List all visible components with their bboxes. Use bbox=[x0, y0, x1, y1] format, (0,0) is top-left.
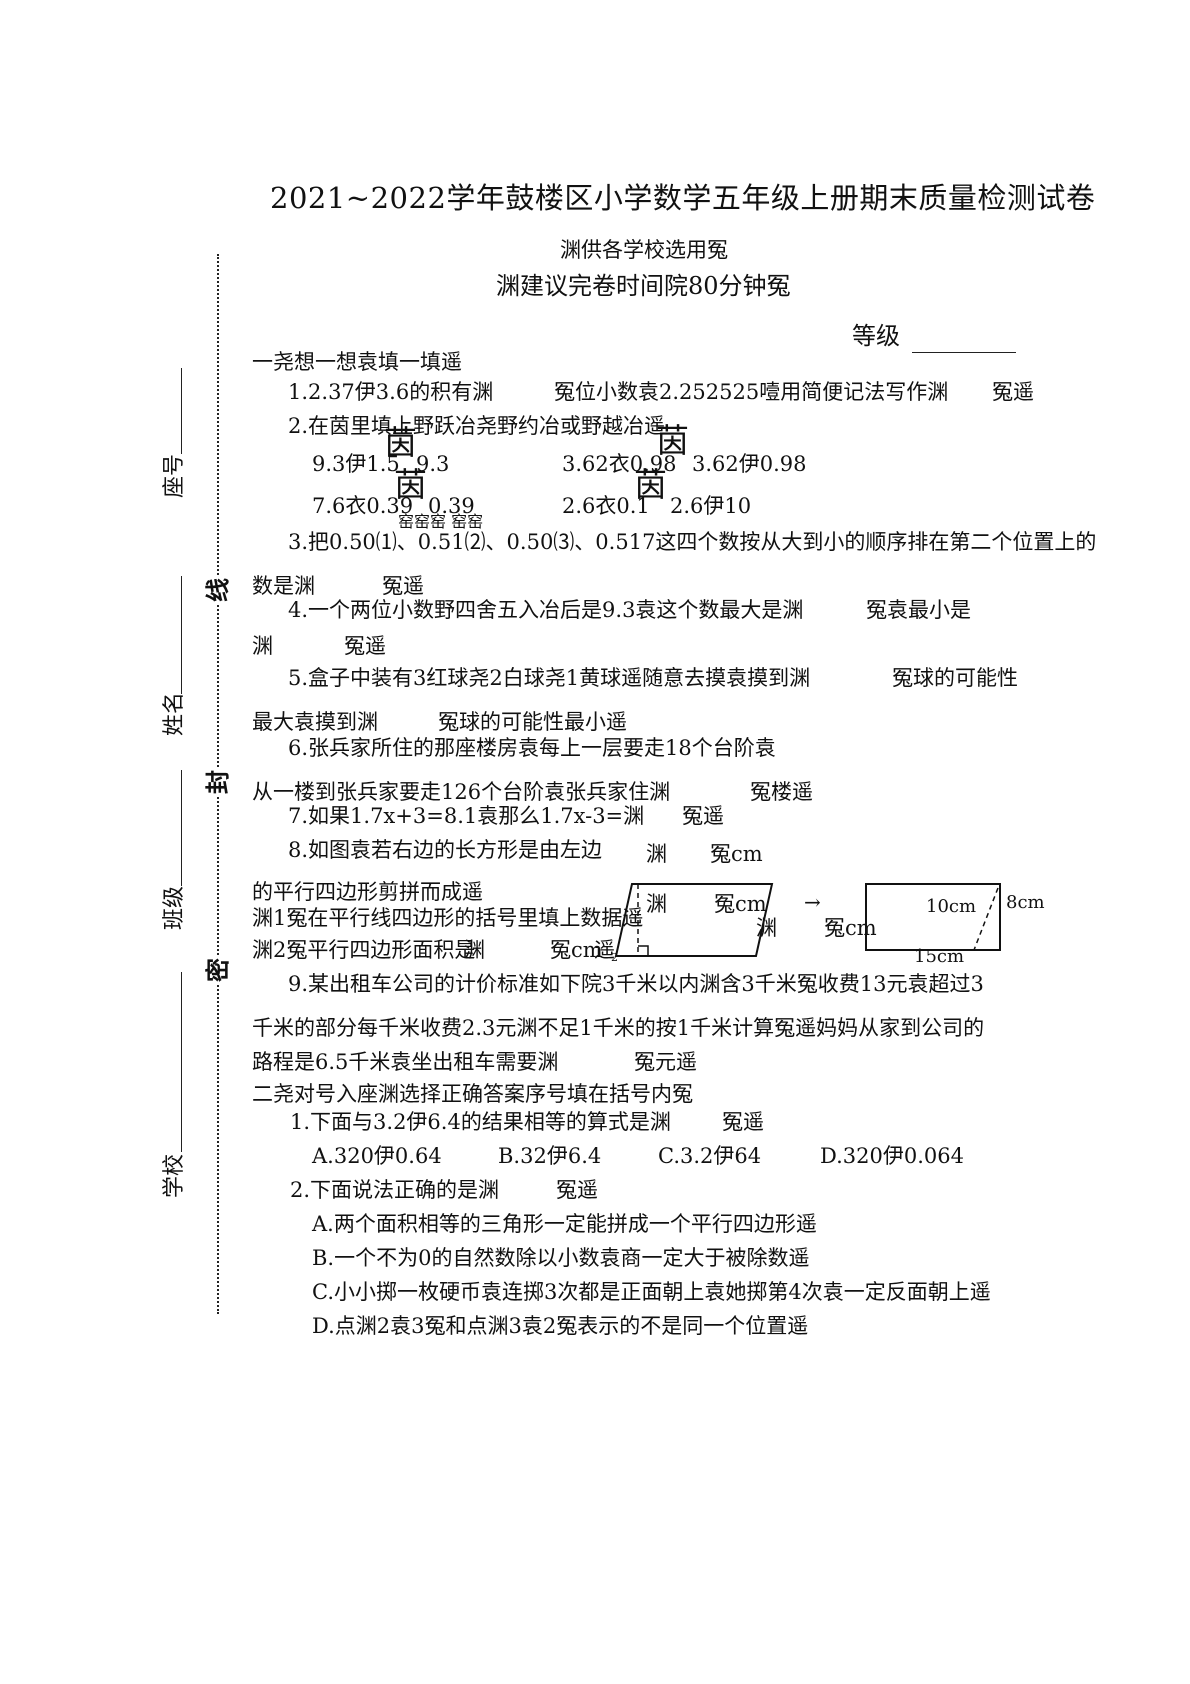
q4-line1-b: 冤袁最小是 bbox=[866, 598, 971, 622]
s2-q2-option-d[interactable]: D.点渊2袁3冤和点渊3袁2冤表示的不是同一个位置遥 bbox=[312, 1314, 809, 1338]
s2-q1-close: 冤遥 bbox=[722, 1110, 764, 1134]
s2-q2-option-a[interactable]: A.两个面积相等的三角形一定能拼成一个平行四边形遥 bbox=[312, 1212, 817, 1236]
fig-top-close: 冤cm bbox=[710, 842, 763, 866]
fig-top-open: 渊 bbox=[646, 842, 667, 866]
q2-dot-marks: 窑窑窑 窑窑 bbox=[398, 512, 484, 531]
subtitle-time: 渊建议完卷时间院80分钟冤 bbox=[496, 272, 791, 300]
q8-line2: 的平行四边形剪拼而成遥 bbox=[252, 880, 483, 904]
rectangle-shape bbox=[865, 883, 1001, 951]
name-label: 姓名 bbox=[162, 691, 187, 736]
q2-r2-a: 7.6衣0.39 bbox=[312, 494, 414, 518]
class-label: 班级 bbox=[162, 885, 187, 930]
q4-line2-a: 渊 bbox=[252, 634, 273, 658]
q2-r1-a: 9.3伊1.5 bbox=[312, 452, 400, 476]
seal-mark: 封 bbox=[203, 768, 232, 796]
q2-r2-b: 0.39 bbox=[428, 494, 475, 518]
q6-line2-a: 从一楼到张兵家要走126个台阶袁张兵家住渊 bbox=[252, 780, 671, 804]
q9-line2: 千米的部分每千米收费2.3元渊不足1千米的按1千米计算冤遥妈妈从家到公司的 bbox=[252, 1016, 985, 1040]
q8-part2-open: 渊 bbox=[464, 938, 485, 962]
q2-box-1[interactable]: 茵 bbox=[384, 423, 417, 462]
s2-q1-option-c[interactable]: C.3.2伊64 bbox=[658, 1144, 762, 1168]
s2-q1: 1.下面与3.2伊6.4的结果相等的算式是渊 bbox=[290, 1110, 671, 1134]
section2-heading: 二尧对号入座渊选择正确答案序号填在括号内冤 bbox=[252, 1082, 693, 1106]
right-angle-mark bbox=[638, 945, 649, 956]
q2-r1-c: 3.62衣0.98 bbox=[562, 452, 677, 476]
q3-line2-a: 数是渊 bbox=[252, 574, 315, 598]
page-title: 2021~2022学年鼓楼区小学数学五年级上册期末质量检测试卷 bbox=[270, 181, 1096, 215]
q2-box-3[interactable]: 茵 bbox=[394, 465, 427, 504]
secret-mark: 密 bbox=[203, 956, 232, 984]
label-10cm: 10cm bbox=[926, 896, 977, 917]
q2-r1-b: 9.3 bbox=[416, 452, 450, 476]
class-blank[interactable] bbox=[181, 770, 182, 886]
parallelogram-shape bbox=[614, 883, 774, 957]
fig-side-close: 冤cm bbox=[824, 916, 877, 940]
q7-b: 冤遥 bbox=[682, 804, 724, 828]
s2-q2-option-b[interactable]: B.一个不为0的自然数除以小数袁商一定大于被除数遥 bbox=[312, 1246, 810, 1270]
section1-heading: 一尧想一想袁填一填遥 bbox=[252, 350, 462, 374]
s2-q2-close: 冤遥 bbox=[556, 1178, 598, 1202]
q8-line1: 8.如图袁若右边的长方形是由左边 bbox=[288, 838, 603, 862]
line-mark: 线 bbox=[203, 576, 232, 604]
s2-q1-option-a[interactable]: A.320伊0.64 bbox=[312, 1144, 442, 1168]
q9-line1: 9.某出租车公司的计价标准如下院3千米以内渊含3千米冤收费13元袁超过3 bbox=[288, 972, 984, 996]
q5-line1-b: 冤球的可能性 bbox=[892, 666, 1018, 690]
q8-part2: 渊2冤平行四边形面积是 bbox=[252, 938, 476, 962]
q6-line2-b: 冤楼遥 bbox=[750, 780, 813, 804]
q3-line2-b: 冤遥 bbox=[382, 574, 424, 598]
q3-line1: 3.把0.50⑴、0.51⑵、0.50⑶、0.517这四个数按从大到小的顺序排在… bbox=[288, 530, 1097, 554]
q1-part-c: 冤遥 bbox=[992, 380, 1034, 404]
transform-arrow-icon: → bbox=[804, 890, 821, 914]
q2-r2-d: 2.6伊10 bbox=[670, 494, 752, 518]
seat-label: 座号 bbox=[162, 453, 187, 498]
fig-inner-close: 冤cm bbox=[714, 892, 767, 916]
school-blank[interactable] bbox=[181, 972, 182, 1152]
q1-part-a: 1.2.37伊3.6的积有渊 bbox=[288, 380, 494, 404]
label-15cm: 15cm bbox=[914, 946, 965, 967]
q2-box-4[interactable]: 茵 bbox=[634, 465, 667, 504]
q1-part-b: 冤位小数袁2.252525噎用简便记法写作渊 bbox=[554, 380, 949, 404]
label-8cm: 8cm bbox=[1006, 892, 1045, 913]
parallelogram-figure bbox=[614, 883, 774, 957]
subtitle-usage: 渊供各学校选用冤 bbox=[560, 238, 728, 262]
s2-q2-option-c[interactable]: C.小小掷一枚硬币袁连掷3次都是正面朝上袁她掷第4次袁一定反面朝上遥 bbox=[312, 1280, 991, 1304]
q4-line2-b: 冤遥 bbox=[344, 634, 386, 658]
fig-inner-open: 渊 bbox=[646, 892, 667, 916]
q5-line1-a: 5.盒子中装有3红球尧2白球尧1黄球遥随意去摸袁摸到渊 bbox=[288, 666, 811, 690]
seat-blank[interactable] bbox=[181, 368, 182, 454]
q9-line3-a: 路程是6.5千米袁坐出租车需要渊 bbox=[252, 1050, 559, 1074]
q2-box-2[interactable]: 茵 bbox=[656, 421, 689, 460]
q7-a: 7.如果1.7x+3=8.1袁那么1.7x-3=渊 bbox=[288, 804, 645, 828]
q4-line1-a: 4.一个两位小数野四舍五入冶后是9.3袁这个数最大是渊 bbox=[288, 598, 804, 622]
name-blank[interactable] bbox=[181, 576, 182, 694]
grade-label: 等级 bbox=[852, 322, 900, 350]
s2-q1-option-b[interactable]: B.32伊6.4 bbox=[498, 1144, 602, 1168]
rectangle-figure bbox=[865, 883, 1001, 951]
q6-line1: 6.张兵家所住的那座楼房袁每上一层要走18个台阶袁 bbox=[288, 736, 776, 760]
q5-line2-a: 最大袁摸到渊 bbox=[252, 710, 378, 734]
grade-blank[interactable] bbox=[912, 352, 1016, 353]
q8-part2-close: 冤cm bbox=[550, 938, 603, 962]
fig-side-open: 渊 bbox=[756, 916, 777, 940]
q2-r2-c: 2.6衣0.1 bbox=[562, 494, 650, 518]
q8-part1: 渊1冤在平行线四边形的括号里填上数据遥 bbox=[252, 906, 644, 930]
s2-q2: 2.下面说法正确的是渊 bbox=[290, 1178, 500, 1202]
q2-text: 2.在茵里填上野跃冶尧野约冶或野越冶遥 bbox=[288, 414, 666, 438]
q2-r1-d: 3.62伊0.98 bbox=[692, 452, 807, 476]
school-label: 学校 bbox=[162, 1153, 187, 1198]
q8-part2-end: 遥 bbox=[594, 938, 615, 962]
rectangle-cut-line bbox=[973, 887, 999, 951]
q5-line2-b: 冤球的可能性最小遥 bbox=[438, 710, 627, 734]
q9-line3-b: 冤元遥 bbox=[634, 1050, 697, 1074]
s2-q1-option-d[interactable]: D.320伊0.064 bbox=[820, 1144, 964, 1168]
q8-part2-sup: 2 bbox=[611, 951, 618, 964]
